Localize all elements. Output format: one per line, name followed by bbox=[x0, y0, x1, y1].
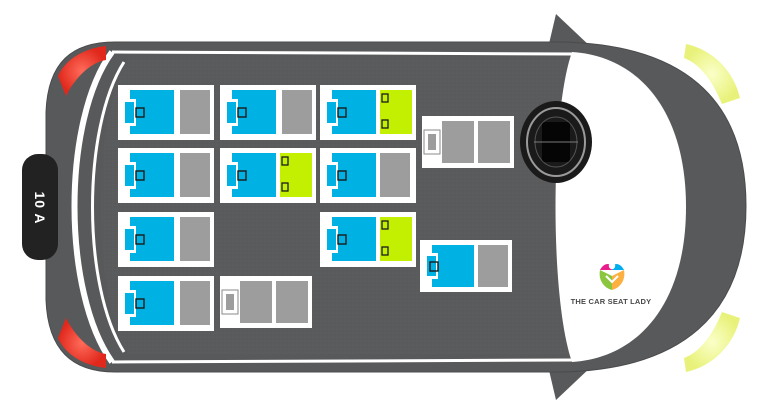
third-row-seat-3 bbox=[118, 212, 214, 267]
passenger-seat bbox=[420, 240, 512, 292]
first-row-seat-3 bbox=[320, 212, 416, 267]
cabin-rail-top bbox=[111, 50, 575, 56]
third-row-bench bbox=[118, 85, 214, 140]
driver-seat-empty bbox=[422, 116, 514, 168]
second-row-empty-bench bbox=[220, 276, 312, 328]
third-row-seat-2 bbox=[118, 148, 214, 203]
badge-plate bbox=[22, 154, 58, 260]
rear-window-trim bbox=[91, 61, 126, 353]
headlight-top bbox=[684, 44, 740, 104]
side-mirror-bottom bbox=[548, 366, 592, 400]
vehicle-badge: 10 A bbox=[32, 191, 48, 225]
tail-light-bottom bbox=[58, 318, 106, 368]
first-row-seat-2 bbox=[320, 148, 416, 203]
car-seat-lady-logo-icon bbox=[598, 262, 626, 291]
brand-logo-text: THE CAR SEAT LADY bbox=[570, 297, 652, 306]
first-row-seat-1 bbox=[320, 85, 416, 140]
steering-wheel-icon bbox=[520, 101, 592, 183]
cabin-rail-bottom bbox=[111, 358, 575, 364]
headlight-bottom bbox=[684, 312, 740, 372]
side-mirror-top bbox=[548, 14, 592, 48]
tail-light-top bbox=[58, 46, 106, 96]
second-row-seat-2 bbox=[220, 148, 316, 203]
second-row-seat-1 bbox=[220, 85, 316, 140]
rear-bumper-trim bbox=[71, 50, 115, 364]
third-row-seat-4 bbox=[118, 276, 214, 331]
